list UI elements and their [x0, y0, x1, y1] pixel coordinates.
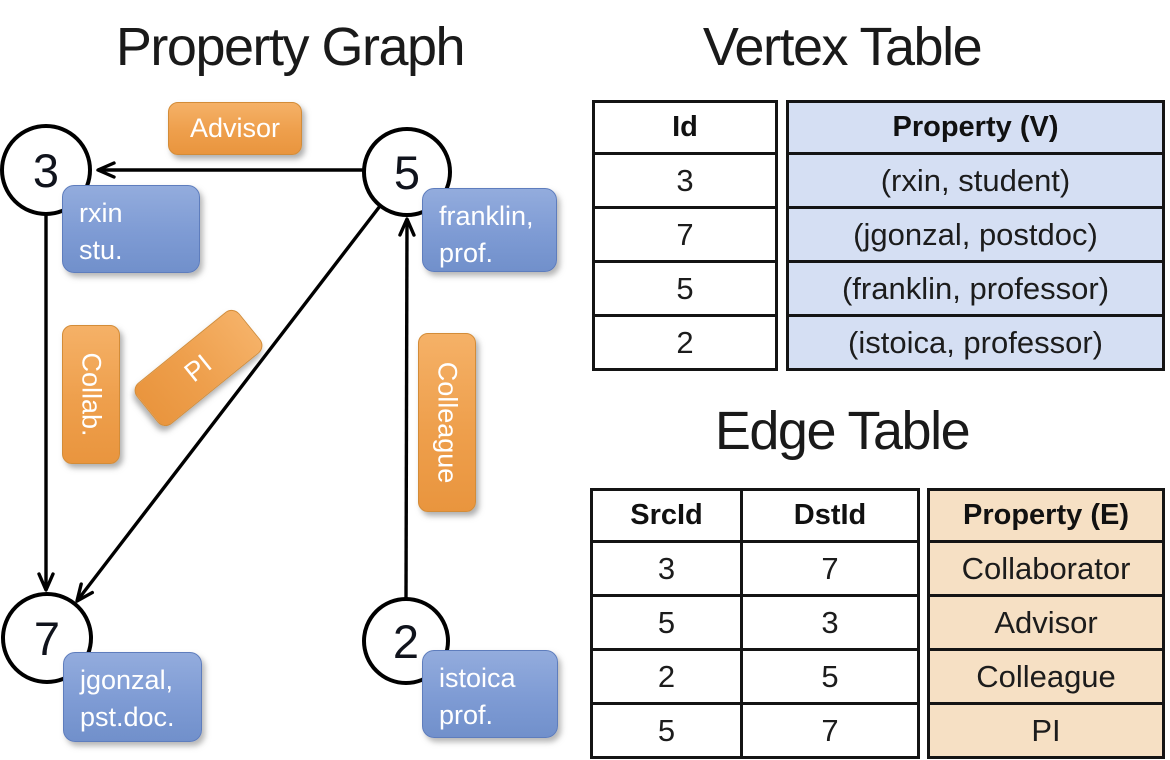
edge-table-header-property: Property (E) — [927, 488, 1165, 543]
edge-table-header-srcid: SrcId — [590, 488, 743, 543]
vertex-table-cell: (franklin, professor) — [786, 260, 1165, 317]
vertex-label-line: stu. — [79, 235, 123, 266]
edge-table-cell: Collaborator — [927, 540, 1165, 597]
vertex-table-cell: 5 — [592, 260, 778, 317]
vertex-label-line: prof. — [439, 700, 494, 731]
vertex-table-id-column: Id 3 7 5 2 — [592, 100, 778, 371]
vertex-table-property-column: Property (V) (rxin, student) (jgonzal, p… — [786, 100, 1165, 371]
edge-table-title: Edge Table — [714, 401, 971, 461]
edge-table-header-dstid: DstId — [740, 488, 920, 543]
edge-table-cell: Advisor — [927, 594, 1165, 651]
vertex-table-header-id: Id — [592, 100, 778, 155]
edge-table-property-column: Property (E) Collaborator Advisor Collea… — [927, 488, 1165, 759]
vertex-table-cell: (rxin, student) — [786, 152, 1165, 209]
edge-label-collab: Collab. — [62, 325, 120, 464]
edge-label-pi-text: PI — [178, 347, 218, 388]
edge-table-cell: 3 — [740, 594, 920, 651]
vertex-table-header-property: Property (V) — [786, 100, 1165, 155]
vertex-label-line: istoica — [439, 663, 516, 693]
vertex-label-line: pst.doc. — [80, 702, 175, 733]
edge-table-cell: 7 — [740, 540, 920, 597]
vertex-table-cell: 3 — [592, 152, 778, 209]
vertex-label-line: jgonzal, — [80, 665, 174, 695]
edge-label-advisor-text: Advisor — [189, 113, 281, 143]
edge-5-to-7-pi — [75, 204, 382, 603]
property-graph-title: Property Graph — [115, 17, 466, 77]
edge-label-collab-text: Collab. — [76, 352, 107, 437]
graph-node-5: 5 — [362, 127, 452, 217]
edge-label-advisor: Advisor — [168, 102, 302, 155]
vertex-table-cell: 2 — [592, 314, 778, 371]
vertex-table-title: Vertex Table — [702, 17, 983, 77]
vertex-table-cell: (istoica, professor) — [786, 314, 1165, 371]
graph-edges — [37, 161, 416, 603]
vertex-label-franklin: franklin, prof. — [422, 188, 557, 272]
edge-label-colleague-text: Colleague — [432, 361, 463, 484]
vertex-label-istoica: istoica prof. — [422, 650, 558, 738]
vertex-label-line: franklin, — [439, 201, 534, 231]
edge-2-to-5-colleague — [398, 217, 416, 599]
vertex-table-cell: 7 — [592, 206, 778, 263]
vertex-label-jgonzal: jgonzal, pst.doc. — [63, 652, 202, 742]
vertex-label-rxin: rxin stu. — [62, 185, 200, 273]
edge-table-cell: 2 — [590, 648, 743, 705]
edge-label-colleague: Colleague — [418, 333, 476, 512]
edge-table-cell: 3 — [590, 540, 743, 597]
vertex-table-cell: (jgonzal, postdoc) — [786, 206, 1165, 263]
edge-table-cell: PI — [927, 702, 1165, 759]
edge-table-cell: 7 — [740, 702, 920, 759]
edge-table-cell: 5 — [590, 702, 743, 759]
vertex-label-line: prof. — [439, 238, 494, 269]
edge-table-cell: 5 — [590, 594, 743, 651]
vertex-label-line: rxin — [79, 198, 123, 228]
graph-node-2: 2 — [362, 597, 450, 685]
edge-table-cell: Colleague — [927, 648, 1165, 705]
edge-table-cell: 5 — [740, 648, 920, 705]
